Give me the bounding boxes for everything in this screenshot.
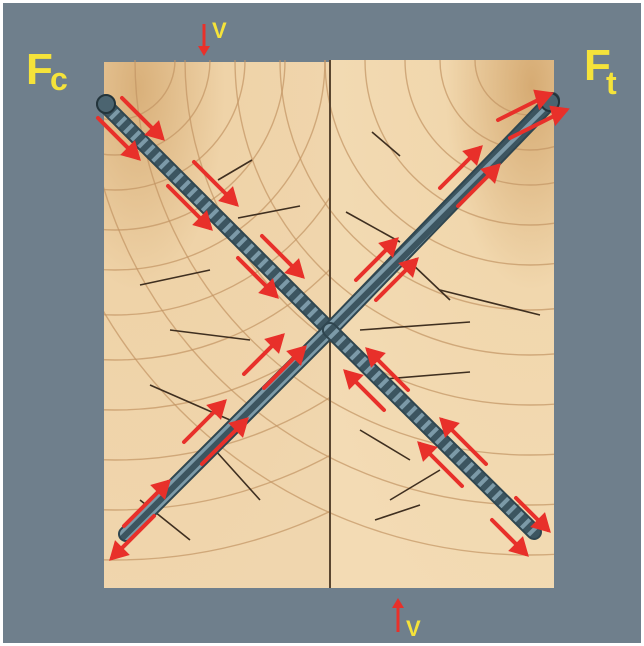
- screw-head-icon: [97, 95, 115, 113]
- compression-force-symbol: F: [26, 45, 53, 94]
- shear-label-bottom: V: [406, 616, 421, 641]
- tension-force-subscript: t: [606, 65, 617, 101]
- shear-label-top: V: [212, 18, 227, 43]
- compression-force-subscript: c: [50, 61, 68, 97]
